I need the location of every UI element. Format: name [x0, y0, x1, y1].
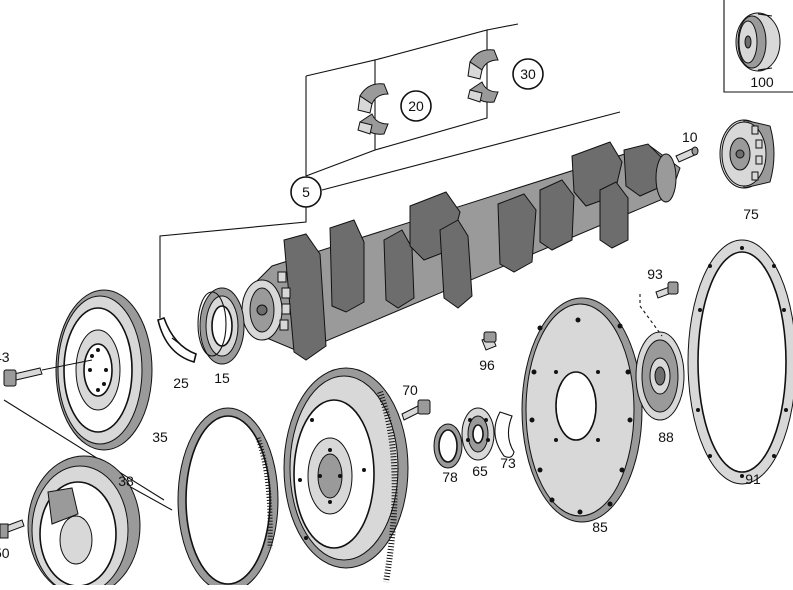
label-88: 88	[658, 429, 674, 445]
label-43: 43	[0, 349, 10, 365]
flex-plate-85	[521, 297, 643, 523]
label-96: 96	[479, 357, 495, 373]
label-30: 30	[520, 66, 536, 82]
gear-75	[719, 119, 775, 189]
label-15: 15	[214, 370, 230, 386]
label-20: 20	[408, 98, 424, 114]
circlip-73	[494, 411, 515, 458]
bearing-65	[461, 407, 495, 461]
label-10: 10	[682, 129, 698, 145]
label-50: 50	[0, 545, 10, 561]
label-93: 93	[647, 266, 663, 282]
bolt-43	[3, 359, 93, 387]
label-35: 35	[152, 429, 168, 445]
bearing-group-leaders	[159, 23, 621, 318]
bearing-shell-20	[357, 83, 389, 135]
leader-38-a	[3, 399, 165, 501]
thrust-washer-25	[157, 316, 197, 363]
pulley-38	[27, 455, 141, 590]
label-65: 65	[472, 463, 488, 479]
crankshaft	[241, 141, 681, 361]
label-78: 78	[442, 469, 458, 485]
label-70: 70	[402, 382, 418, 398]
inset-box-100	[723, 0, 793, 93]
label-73: 73	[500, 455, 516, 471]
label-91: 91	[745, 471, 761, 487]
callout-30: 30	[512, 58, 544, 90]
bolt-96	[481, 331, 497, 351]
bolt-70	[401, 399, 431, 421]
bolt-50	[0, 519, 25, 539]
label-38: 38	[118, 473, 134, 489]
hub-88	[635, 331, 685, 421]
plate-91	[687, 239, 793, 485]
bolt-93	[639, 281, 679, 337]
label-25: 25	[173, 375, 189, 391]
callout-20: 20	[400, 90, 432, 122]
label-85: 85	[592, 519, 608, 535]
seal-15	[197, 287, 245, 365]
ring-78	[433, 423, 463, 469]
flywheel	[283, 367, 409, 583]
pulley-35	[55, 289, 153, 451]
bearing-shell-30	[467, 49, 499, 103]
pin-10	[675, 146, 699, 163]
ring-gear	[177, 407, 279, 590]
callout-5: 5	[290, 176, 322, 208]
label-75: 75	[743, 206, 759, 222]
label-5: 5	[302, 184, 310, 200]
label-100: 100	[750, 74, 774, 90]
